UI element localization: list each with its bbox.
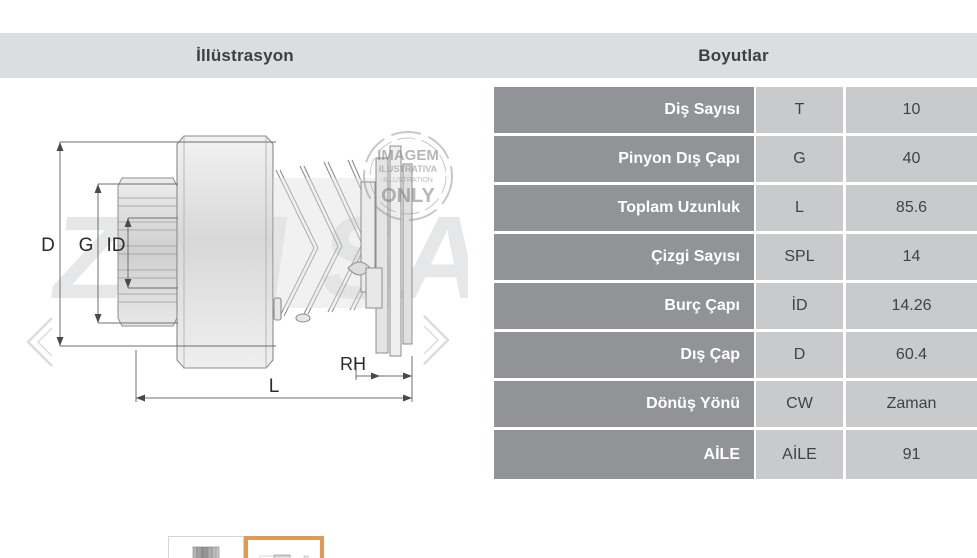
row-value: 85.6 (846, 185, 977, 234)
table-row: AİLE AİLE 91 (494, 430, 977, 479)
technical-drawing: ZEN SA (18, 118, 468, 448)
thumbnail-product-photo[interactable] (168, 536, 244, 558)
corner-bracket-right (423, 315, 450, 365)
row-label: Pinyon Dış Çapı (494, 136, 756, 185)
table-row: Dönüş Yönü CW Zaman (494, 381, 977, 430)
svg-text:ILUSTRATIVA: ILUSTRATIVA (379, 164, 438, 174)
row-value: 60.4 (846, 332, 977, 381)
table-row: Burç Çapı İD 14.26 (494, 283, 977, 332)
table-row: Dış Çap D 60.4 (494, 332, 977, 381)
svg-text:ILLUSTRATION: ILLUSTRATION (383, 177, 433, 184)
svg-text:ONLY: ONLY (381, 185, 435, 207)
dimension-lines (56, 141, 413, 402)
illustration-only-stamp: IMAGEM ILUSTRATIVA ILLUSTRATION ONLY (363, 131, 453, 221)
dimensions-table-body: Diş Sayısı T 10 Pinyon Dış Çapı G 40 Top… (494, 87, 977, 479)
row-label: Toplam Uzunluk (494, 185, 756, 234)
row-label: Diş Sayısı (494, 87, 756, 136)
row-value: 14.26 (846, 283, 977, 332)
row-symbol: SPL (756, 234, 846, 283)
row-symbol: G (756, 136, 846, 185)
table-row: Pinyon Dış Çapı G 40 (494, 136, 977, 185)
row-label: Burç Çapı (494, 283, 756, 332)
row-symbol: L (756, 185, 846, 234)
row-label: Çizgi Sayısı (494, 234, 756, 283)
dimension-label-g: G (79, 235, 94, 256)
dimensions-table: Diş Sayısı T 10 Pinyon Dış Çapı G 40 Top… (494, 87, 977, 479)
row-value: 14 (846, 234, 977, 283)
pinion-gear (117, 177, 178, 327)
row-symbol: D (756, 332, 846, 381)
row-symbol: T (756, 87, 846, 136)
row-value: 40 (846, 136, 977, 185)
dimension-label-id: ID (107, 235, 126, 256)
table-row: Toplam Uzunluk L 85.6 (494, 185, 977, 234)
dimension-label-l: L (269, 376, 280, 397)
row-label: Dış Çap (494, 332, 756, 381)
thumbnail-strip[interactable]: ZEN SA (168, 536, 324, 558)
table-row: Diş Sayısı T 10 (494, 87, 977, 136)
svg-text:IMAGEM: IMAGEM (377, 147, 439, 164)
row-value: 91 (846, 430, 977, 479)
dimension-label-d: D (41, 235, 55, 256)
clutch-housing (176, 135, 274, 369)
thumbnail-technical-drawing[interactable]: ZEN SA (244, 536, 324, 558)
section-header-bar: İllüstrasyon Boyutlar (0, 33, 977, 78)
dimension-label-rh: RH (340, 354, 366, 374)
illustration-column-title: İllüstrasyon (196, 45, 294, 65)
row-label: AİLE (494, 430, 756, 479)
corner-bracket-left (26, 317, 53, 367)
row-value: 10 (846, 87, 977, 136)
row-symbol: AİLE (756, 430, 846, 479)
illustration-pane: ZEN SA (0, 78, 490, 558)
row-symbol: CW (756, 381, 846, 430)
row-value: Zaman (846, 381, 977, 430)
row-symbol: İD (756, 283, 846, 332)
spring-end-hooks (273, 297, 311, 323)
row-label: Dönüş Yönü (494, 381, 756, 430)
dimensions-column-title: Boyutlar (698, 45, 769, 65)
table-row: Çizgi Sayısı SPL 14 (494, 234, 977, 283)
